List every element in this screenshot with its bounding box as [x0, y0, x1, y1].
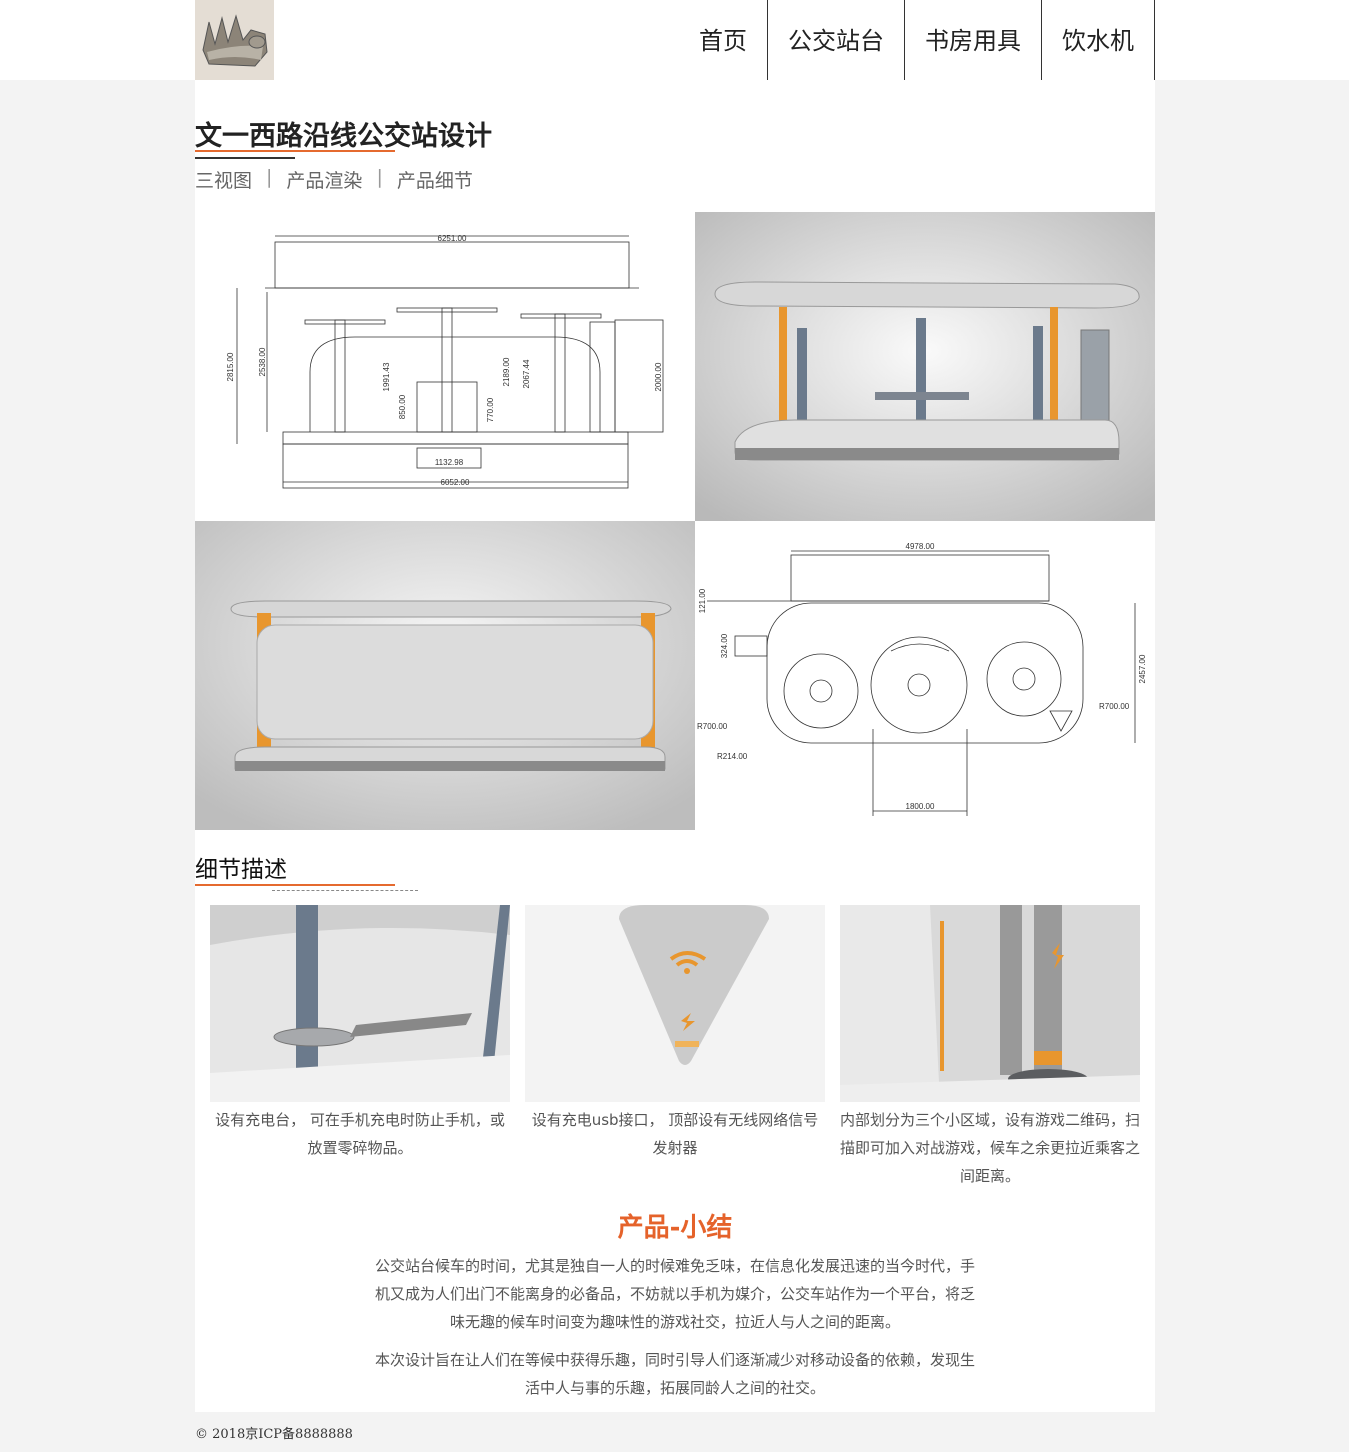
nav-bus-stop[interactable]: 公交站台 — [767, 0, 904, 80]
site-logo[interactable] — [195, 0, 274, 80]
detail-caption-3: 内部划分为三个小区域，设有游戏二维码，扫描即可加入对战游戏，候车之余更拉近乘客之… — [840, 1111, 1141, 1185]
detail-caption-2: 设有充电usb接口， 顶部设有无线网络信号发射器 — [531, 1111, 819, 1157]
top-view-drawing: 4978.00 121.00 324.00 1800.00 2457.00 R7… — [695, 521, 1155, 830]
details-dash — [272, 890, 418, 891]
tab-render[interactable]: 产品渲染 — [286, 170, 363, 192]
dim-label: 850.00 — [398, 394, 407, 419]
section-tabs: 三视图 | 产品渲染 | 产品细节 — [195, 166, 473, 193]
dim-label: R700.00 — [697, 722, 728, 731]
dim-label: 121.00 — [698, 588, 707, 613]
side-render — [195, 521, 695, 830]
page-title: 文一西路沿线公交站设计 — [195, 121, 492, 152]
content-area: 文一西路沿线公交站设计 三视图 | 产品渲染 | 产品细节 6251.00 — [195, 80, 1155, 1412]
summary-paragraph-1: 公交站台候车的时间，尤其是独自一人的时候难免乏味，在信息化发展迅速的当今时代，手… — [375, 1257, 976, 1331]
footer-copyright: © 2018京ICP备8888888 — [195, 1427, 353, 1442]
dim-label: 1800.00 — [906, 802, 935, 811]
details-heading: 细节描述 — [195, 857, 287, 883]
summary-title: 产品-小结 — [617, 1213, 733, 1243]
perspective-render — [695, 212, 1155, 521]
dim-label: R214.00 — [717, 752, 748, 761]
dim-label: 6251.00 — [438, 234, 467, 243]
dim-label: 1132.98 — [435, 458, 464, 467]
title-underline — [195, 150, 395, 152]
dim-label: 2457.00 — [1138, 654, 1147, 683]
nav-study-supplies[interactable]: 书房用具 — [904, 0, 1041, 80]
nav-water-dispenser[interactable]: 饮水机 — [1041, 0, 1155, 80]
tab-separator: | — [266, 166, 273, 188]
summary-paragraph-2: 本次设计旨在让人们在等候中获得乐趣，同时引导人们逐渐减少对移动设备的依赖，发现生… — [375, 1351, 976, 1397]
tab-separator: | — [376, 166, 383, 188]
dim-label: 2538.00 — [258, 347, 267, 376]
dim-label: 770.00 — [486, 397, 495, 422]
dim-label: 4978.00 — [906, 542, 935, 551]
dim-label: R700.00 — [1099, 702, 1130, 711]
dim-label: 6052.00 — [441, 478, 470, 487]
title-underline-dark — [195, 157, 295, 159]
details-underline — [195, 884, 395, 886]
front-view-drawing: 6251.00 1132.98 6052.00 2815.00 2538.00 … — [195, 212, 695, 521]
dim-label: 2000.00 — [654, 362, 663, 391]
detail-caption-1: 设有充电台， 可在手机充电时防止手机，或放置零碎物品。 — [215, 1111, 505, 1157]
dim-label: 2067.44 — [522, 359, 531, 388]
main-nav: 首页 公交站台 书房用具 饮水机 — [679, 0, 1155, 80]
nav-home[interactable]: 首页 — [699, 27, 747, 55]
tab-three-view[interactable]: 三视图 — [195, 170, 253, 192]
dim-label: 2815.00 — [226, 352, 235, 381]
dim-label: 2189.00 — [502, 357, 511, 386]
detail-image-usb-wifi — [525, 905, 825, 1102]
detail-image-charging-stand — [210, 905, 510, 1102]
tab-detail[interactable]: 产品细节 — [396, 170, 473, 192]
detail-image-interior — [840, 905, 1140, 1102]
dim-label: 1991.43 — [382, 362, 391, 391]
dim-label: 324.00 — [720, 633, 729, 658]
top-bar: 首页 公交站台 书房用具 饮水机 — [0, 0, 1349, 80]
